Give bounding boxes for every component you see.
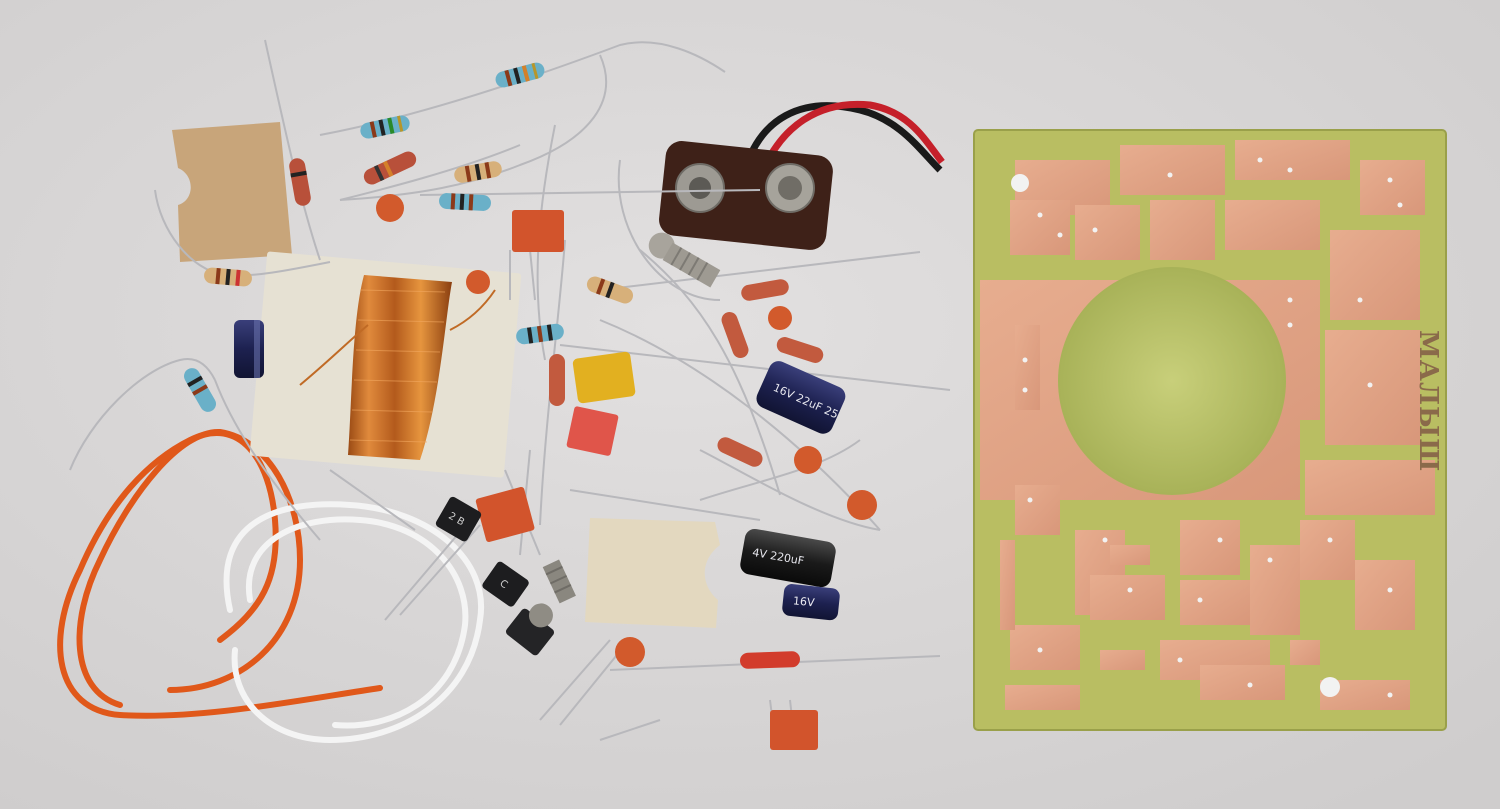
ceramic-capacitor [615, 637, 645, 667]
resistor [439, 193, 491, 211]
resistor [289, 158, 311, 206]
cardboard-piece-2 [585, 518, 720, 628]
resistor [495, 62, 545, 88]
ceramic-capacitor [376, 194, 404, 222]
film-capacitor [512, 210, 564, 252]
resistors [184, 62, 824, 669]
ceramic-capacitor [466, 270, 490, 294]
white-wire [223, 501, 485, 744]
battery-snap-connector [659, 100, 945, 250]
film-capacitors [475, 210, 818, 750]
film-capacitor [475, 486, 535, 543]
electrolytic-capacitor-1 [234, 320, 264, 378]
coil-winding [249, 251, 522, 478]
yellow-capacitor [572, 351, 636, 404]
resistor [717, 437, 763, 467]
resistor [454, 161, 502, 183]
resistor [363, 151, 417, 185]
screw-1 [648, 232, 721, 288]
printed-circuit-board: МАЛЫШ [973, 129, 1447, 731]
ceramic-capacitor [768, 306, 792, 330]
drill-holes [1011, 157, 1403, 698]
resistor [721, 311, 749, 359]
resistor [360, 115, 410, 139]
ceramic-capacitors [376, 194, 877, 667]
ceramic-capacitor [794, 446, 822, 474]
film-capacitor [770, 710, 818, 750]
resistor [204, 267, 252, 287]
resistor [741, 279, 789, 301]
electrolytic-capacitor-4: 16V [782, 584, 840, 621]
film-capacitor [566, 406, 619, 456]
screw-2 [528, 559, 576, 628]
transistor-3 [506, 608, 554, 656]
resistor [586, 276, 634, 304]
resistor [516, 323, 564, 345]
resistor [776, 337, 824, 363]
orange-wire [57, 428, 383, 719]
transistor-1: 2 B [435, 496, 482, 542]
cardboard-piece-1 [172, 122, 292, 262]
pcb-label: МАЛЫШ [1413, 330, 1443, 472]
capacitor-marking: 16V [792, 594, 815, 609]
electrolytic-capacitor-2: 16V 22uF 25 [756, 361, 846, 434]
speaker-cutout [1058, 267, 1286, 495]
transistor-2: C [482, 561, 529, 607]
resistor [184, 368, 216, 412]
resistor [740, 651, 800, 669]
ceramic-capacitor [847, 490, 877, 520]
electrolytic-capacitor-3: 4V 220uF [740, 528, 836, 588]
resistor [549, 354, 565, 406]
